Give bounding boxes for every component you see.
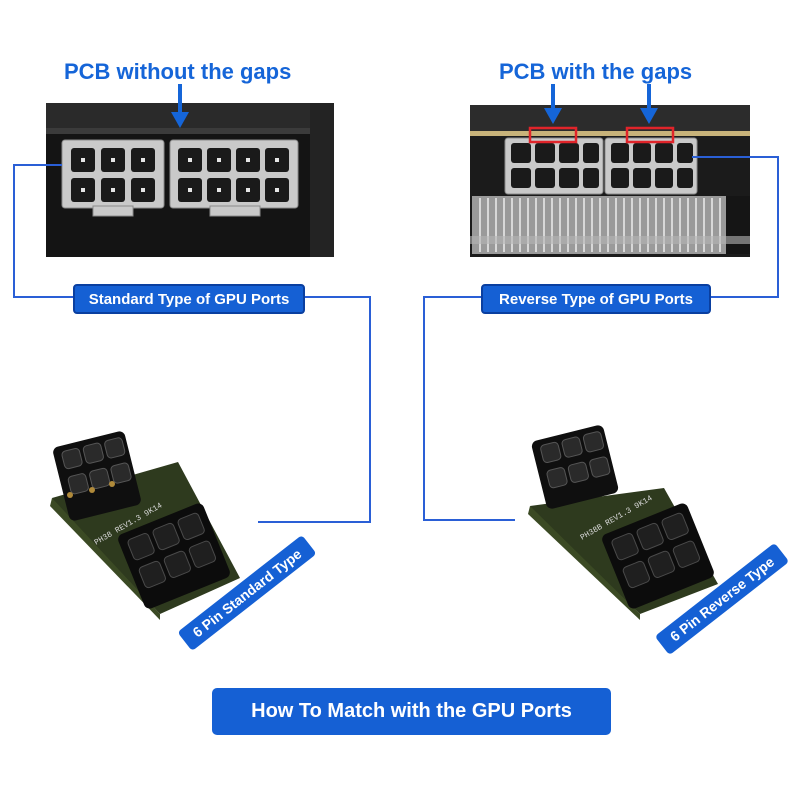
standard-port-type-label: Standard Type of GPU Ports bbox=[73, 284, 305, 314]
right-heading: PCB with the gaps bbox=[499, 59, 693, 84]
left-pcb-photo bbox=[46, 103, 334, 257]
right-pcb-photo bbox=[470, 105, 750, 257]
reverse-port-type-label: Reverse Type of GPU Ports bbox=[481, 284, 711, 314]
right-8pin-socket-b bbox=[604, 137, 698, 195]
gap-marker-1 bbox=[528, 126, 578, 144]
left-6pin-adapter bbox=[50, 431, 240, 620]
footer-banner: How To Match with the GPU Ports bbox=[212, 688, 611, 735]
left-heading: PCB without the gaps bbox=[64, 59, 292, 84]
right-6pin-adapter bbox=[528, 425, 718, 620]
left-8pin-socket bbox=[169, 139, 299, 217]
connector-lines bbox=[13, 156, 779, 523]
left-6pin-socket bbox=[61, 139, 165, 217]
right-8pin-socket-a bbox=[504, 137, 604, 195]
heading-arrows bbox=[171, 84, 658, 128]
gap-marker-2 bbox=[625, 126, 675, 144]
